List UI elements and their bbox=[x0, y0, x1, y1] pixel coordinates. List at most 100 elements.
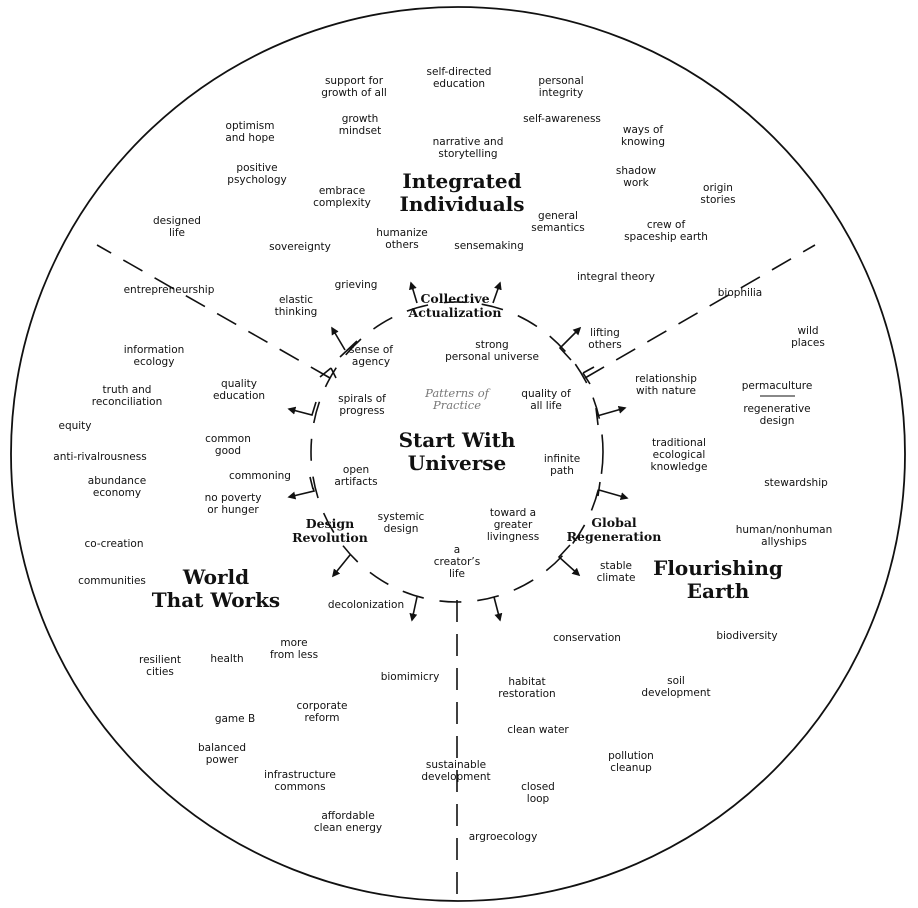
arrow-icon bbox=[597, 481, 627, 498]
arrow-icon bbox=[409, 281, 418, 304]
term-label: integral theory bbox=[577, 271, 655, 283]
term-label: biodiversity bbox=[716, 630, 777, 642]
term-label: commoning bbox=[229, 470, 291, 482]
term-label: biomimicry bbox=[381, 671, 440, 683]
term-label: grieving bbox=[335, 279, 378, 291]
term-label: game B bbox=[215, 713, 255, 725]
arrow-icon bbox=[287, 401, 317, 416]
term-label: argroecology bbox=[469, 831, 538, 843]
tee-connector bbox=[309, 476, 314, 490]
term-label: clean water bbox=[507, 724, 569, 736]
arrow-icon bbox=[557, 544, 581, 577]
term-label: communities bbox=[78, 575, 146, 587]
term-label: stewardship bbox=[764, 477, 828, 489]
arrow-icon bbox=[331, 326, 346, 351]
divider-upper-left bbox=[96, 244, 331, 379]
arrows bbox=[287, 281, 627, 622]
term-label: decolonization bbox=[328, 599, 404, 611]
arrow-icon bbox=[493, 596, 503, 622]
arrow-icon bbox=[331, 554, 351, 578]
term-label: sensemaking bbox=[454, 240, 524, 252]
arrow-icon bbox=[287, 487, 316, 500]
term-label: anti-rivalrousness bbox=[53, 451, 146, 463]
arrow-icon bbox=[492, 281, 502, 304]
arrow-icon bbox=[409, 596, 418, 622]
term-label: biophilia bbox=[718, 287, 763, 299]
arrow-icon bbox=[595, 408, 625, 426]
term-label: permaculture bbox=[742, 380, 813, 392]
arrow-icon bbox=[558, 326, 582, 361]
term-label: self-awareness bbox=[523, 113, 601, 125]
term-label: co-creation bbox=[84, 538, 143, 550]
term-label: equity bbox=[58, 420, 91, 432]
tee-connector bbox=[339, 340, 358, 358]
term-label: conservation bbox=[553, 632, 621, 644]
tee-connector bbox=[319, 367, 337, 379]
divider-upper-right bbox=[584, 244, 816, 379]
term-label: health bbox=[210, 653, 243, 665]
outer-circle bbox=[10, 6, 906, 902]
term-label: entrepreneurship bbox=[124, 284, 215, 296]
tee-connector bbox=[582, 366, 595, 385]
term-label: sovereignty bbox=[269, 241, 331, 253]
